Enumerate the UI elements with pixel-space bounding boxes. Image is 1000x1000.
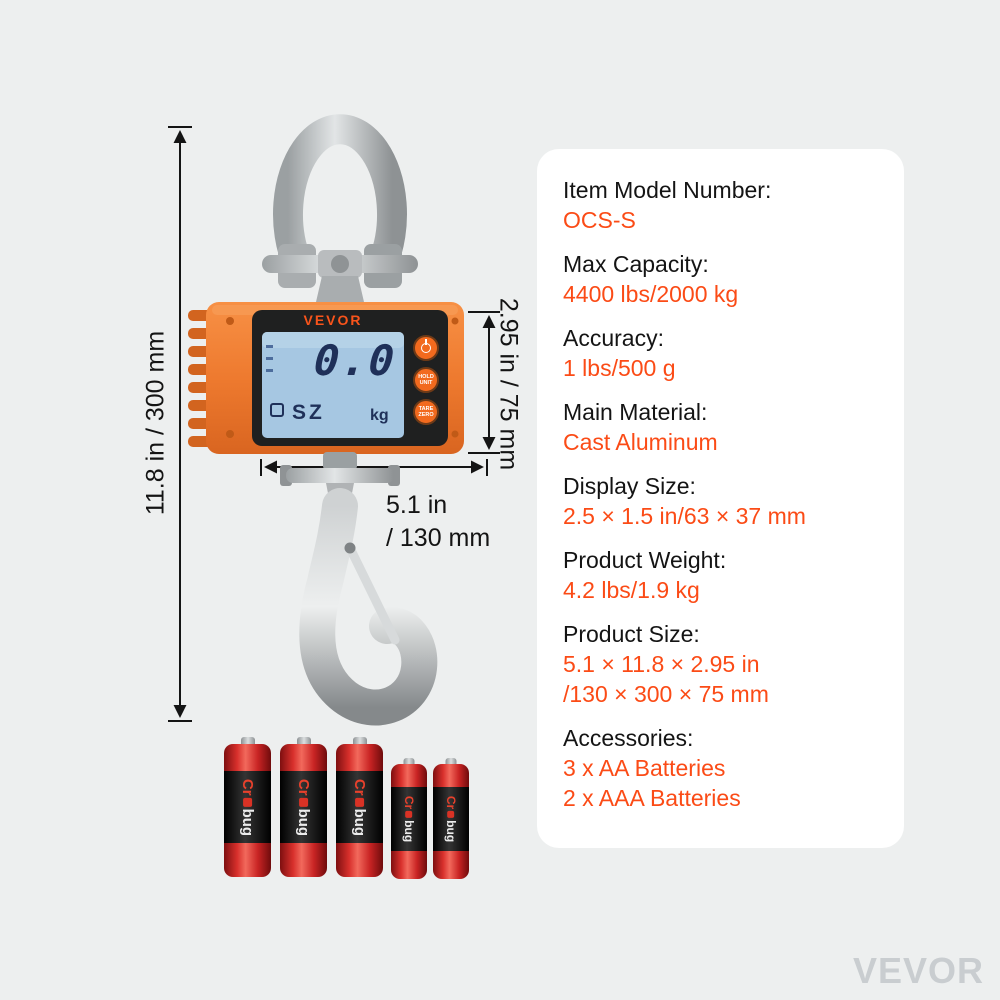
battery-brand-logo-icon: [299, 797, 309, 807]
battery-brand-logo-icon: [243, 797, 253, 807]
power-icon: [421, 343, 431, 353]
battery-terminal: [403, 758, 415, 765]
height-dimension-label: 11.8 in / 300 mm: [141, 330, 170, 516]
battery-brand: Cr bug: [444, 795, 458, 843]
battery-brand-logo-icon: [355, 797, 365, 807]
dimension-lines: [168, 126, 500, 722]
battery-brand: Cr bug: [295, 778, 313, 836]
lcd-weight-readout: 0.0: [312, 336, 398, 385]
battery-terminal: [240, 737, 255, 745]
aa-battery: Cr bug: [336, 737, 383, 877]
width-dimension-label: 5.1 in / 130 mm: [386, 491, 491, 552]
aaa-battery: Cr bug: [391, 758, 427, 879]
scale-brand-logo: VEVOR: [303, 312, 363, 328]
spec-item-max-capacity: Max Capacity: 4400 lbs/2000 kg: [563, 251, 739, 307]
aaa-battery: Cr bug: [433, 758, 469, 879]
hook: [280, 452, 438, 726]
battery-brand-logo-icon: [447, 811, 455, 819]
spec-item-product-size: Product Size: 5.1 × 11.8 × 2.95 in /130 …: [563, 621, 769, 707]
tare-zero-button: TARE ZERO: [413, 399, 439, 425]
spec-item-accessories: Accessories: 3 x AA Batteries 2 x AAA Ba…: [563, 725, 741, 811]
battery-brand: Cr bug: [351, 778, 369, 836]
spec-item-main-material: Main Material: Cast Aluminum: [563, 399, 718, 455]
tare-zero-label: TARE: [418, 406, 434, 412]
battery-brand: Cr bug: [239, 778, 257, 836]
battery-brand: Cr bug: [402, 795, 416, 843]
depth-dimension-label: 2.95 in / 75 mm: [494, 297, 523, 471]
spec-item-model-number: Item Model Number: OCS-S: [563, 177, 772, 233]
lcd-screen: [262, 332, 404, 438]
lcd-annunciator: [266, 357, 273, 360]
battery-terminal: [352, 737, 367, 745]
hold-unit-button: HOLD UNIT: [413, 367, 439, 393]
lcd-mode-indicator: SZ: [292, 401, 325, 424]
battery-terminal: [296, 737, 311, 745]
spec-item-display-size: Display Size: 2.5 × 1.5 in/63 × 37 mm: [563, 473, 806, 529]
lcd-annunciator: [266, 369, 273, 372]
hook-safety-latch: [345, 543, 400, 645]
hold-unit-label: HOLD: [418, 374, 434, 380]
spec-item-product-weight: Product Weight: 4.2 lbs/1.9 kg: [563, 547, 727, 603]
aa-battery: Cr bug: [224, 737, 271, 877]
vevor-watermark: VEVOR: [852, 950, 984, 991]
power-button: [413, 335, 439, 361]
battery-terminal: [445, 758, 457, 765]
lcd-annunciator: [266, 345, 273, 348]
aa-battery: Cr bug: [280, 737, 327, 877]
shackle: [262, 114, 418, 302]
lcd-mode-icon: [270, 403, 284, 417]
spec-card: Item Model Number: OCS-S Max Capacity: 4…: [537, 149, 904, 848]
battery-brand-logo-icon: [405, 811, 413, 819]
spec-item-accuracy: Accuracy: 1 lbs/500 g: [563, 325, 676, 381]
lcd-unit-label: kg: [370, 407, 389, 424]
